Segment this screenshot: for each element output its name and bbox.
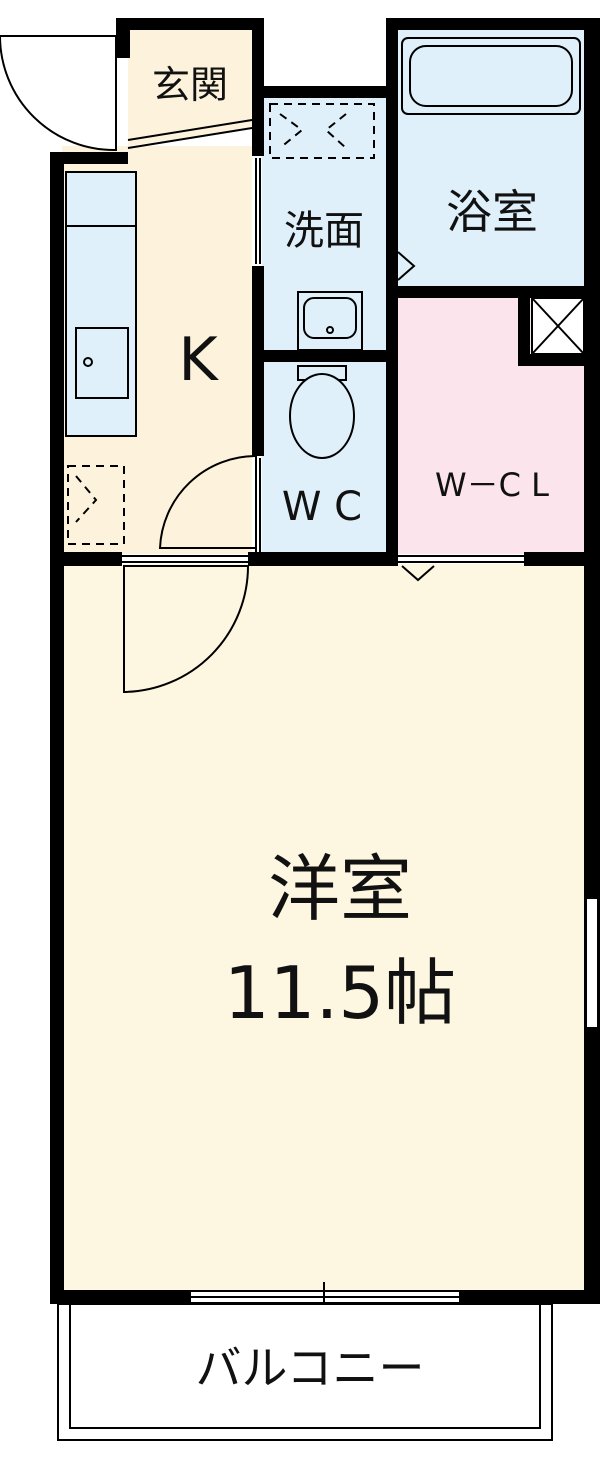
wall-mid-room (248, 552, 398, 566)
wall-left (50, 152, 64, 1304)
western-room-size-label: 11.5帖 (224, 951, 456, 1035)
kitchen-sink (75, 327, 129, 399)
wall-kitchen-top (50, 152, 128, 164)
washroom-label: 洗面 (284, 208, 364, 254)
washer-space (269, 103, 375, 159)
front-door-swing (0, 35, 117, 152)
wall-washroom-top (252, 86, 398, 98)
kitchen-label: K (178, 325, 219, 395)
wall-top-bath (386, 18, 600, 30)
doors (0, 35, 435, 694)
room-door-swing (123, 565, 249, 694)
closet-label: W－C L (435, 466, 549, 504)
entrance-label: 玄関 (152, 63, 228, 107)
bathroom-label: 浴室 (446, 185, 538, 239)
fixtures (65, 37, 585, 545)
wall-k-room (50, 552, 122, 566)
balcony (57, 1303, 553, 1441)
western-room-label: 洋室 (268, 847, 412, 931)
wall-bath-closet (386, 286, 600, 298)
wall-pipe-shaft-bottom (518, 354, 598, 366)
room-labels: 玄関 K 洗面 浴室 W C W－C L 洋室 11.5帖 バルコニー (152, 63, 549, 1395)
wall-wash-wc (252, 350, 398, 362)
wall-right (584, 18, 600, 1304)
wc-door-swing (158, 454, 257, 549)
wall-pipe-shaft (518, 286, 530, 366)
entrance-floor (128, 30, 252, 146)
wall-wash-k-upper (252, 86, 264, 156)
wall-closet-room (524, 552, 600, 566)
toilet-bowl (289, 373, 355, 459)
floor-fills (62, 28, 588, 1294)
fridge-space (67, 465, 125, 545)
wall-entrance-left (116, 18, 130, 58)
balcony-label: バルコニー (195, 1341, 424, 1395)
western-room-floor (62, 564, 588, 1294)
toilet-label: W C (282, 484, 362, 530)
wall-top-entrance (116, 18, 264, 30)
